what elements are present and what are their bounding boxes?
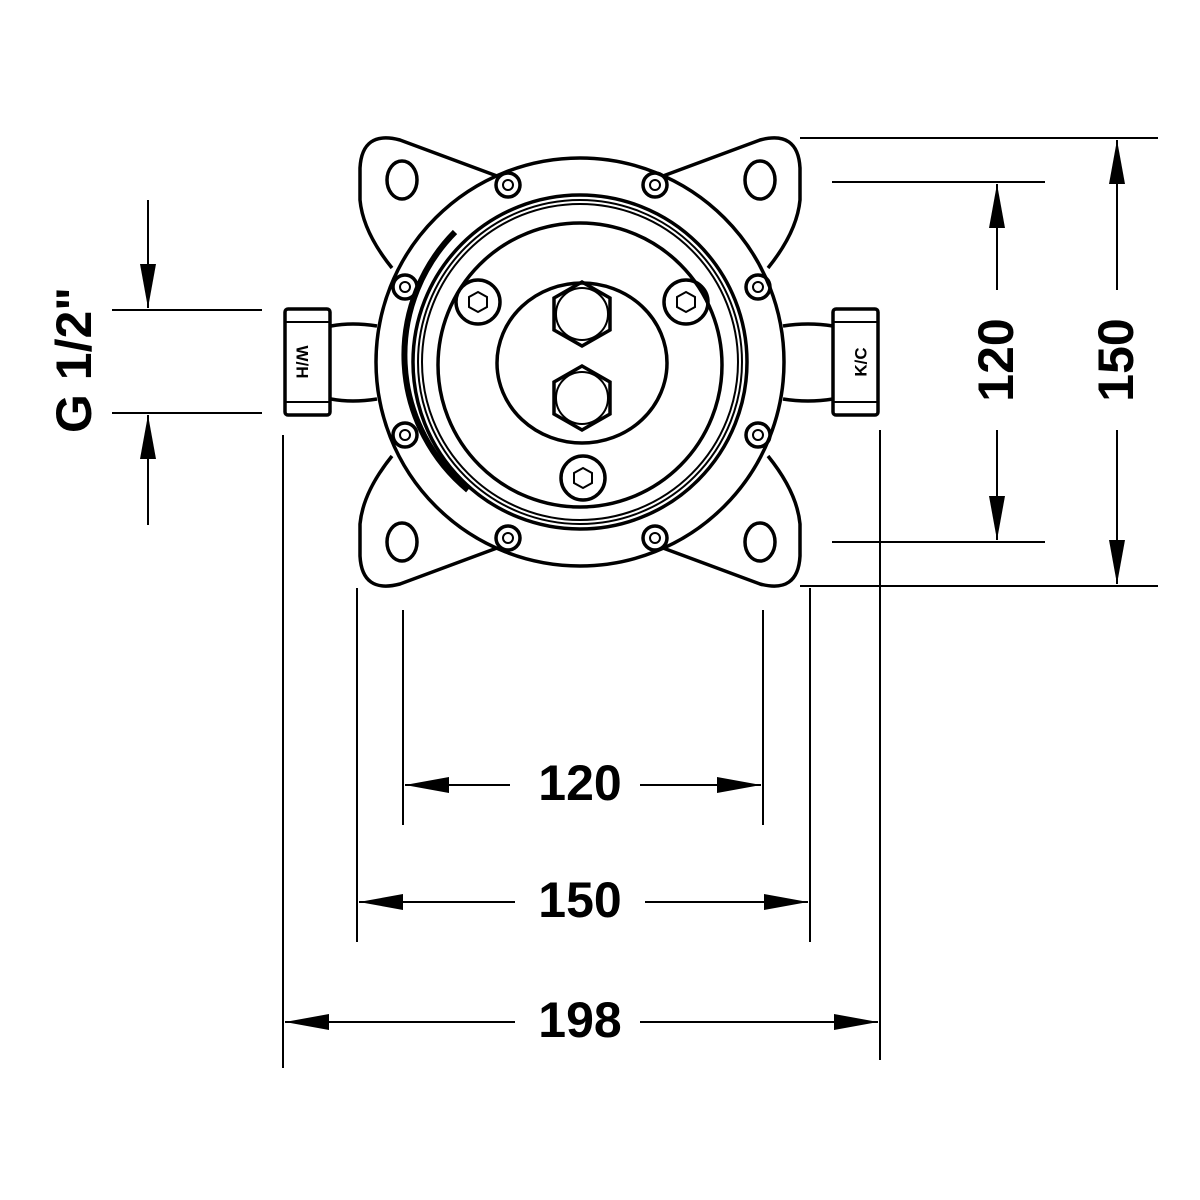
mounting-hole xyxy=(743,159,777,201)
valve-body xyxy=(374,156,786,568)
dimension-thread: G 1/2" xyxy=(46,200,262,525)
dimension-horizontal-120: 120 xyxy=(402,610,764,825)
mounting-hole xyxy=(743,521,777,563)
thread-size-label: G 1/2" xyxy=(46,287,102,433)
dimension-horizontal-198: 198 xyxy=(282,430,881,1068)
inlet-right: K/C xyxy=(782,307,880,417)
dimension-label: 150 xyxy=(538,872,621,928)
mounting-hole xyxy=(385,521,419,563)
dimension-vertical-120: 120 xyxy=(832,181,1045,543)
dimension-label: 120 xyxy=(968,318,1024,401)
inlet-cold-label: K/C xyxy=(851,347,870,376)
cover-screws xyxy=(454,278,710,502)
dimension-vertical-150: 150 xyxy=(800,137,1158,587)
inlet-hot-label: W/H xyxy=(293,345,312,378)
flange-bolts xyxy=(391,171,772,552)
hex-nut xyxy=(552,363,612,433)
mounting-hole xyxy=(385,159,419,201)
dimension-label: 120 xyxy=(538,755,621,811)
dimension-horizontal-150: 150 xyxy=(356,588,811,942)
mounting-plate xyxy=(358,136,802,588)
hex-nut xyxy=(552,279,612,349)
inlet-left: W/H xyxy=(283,307,378,417)
dimension-label: 198 xyxy=(538,992,621,1048)
cartridge xyxy=(495,281,669,445)
dimension-label: 150 xyxy=(1088,318,1144,401)
